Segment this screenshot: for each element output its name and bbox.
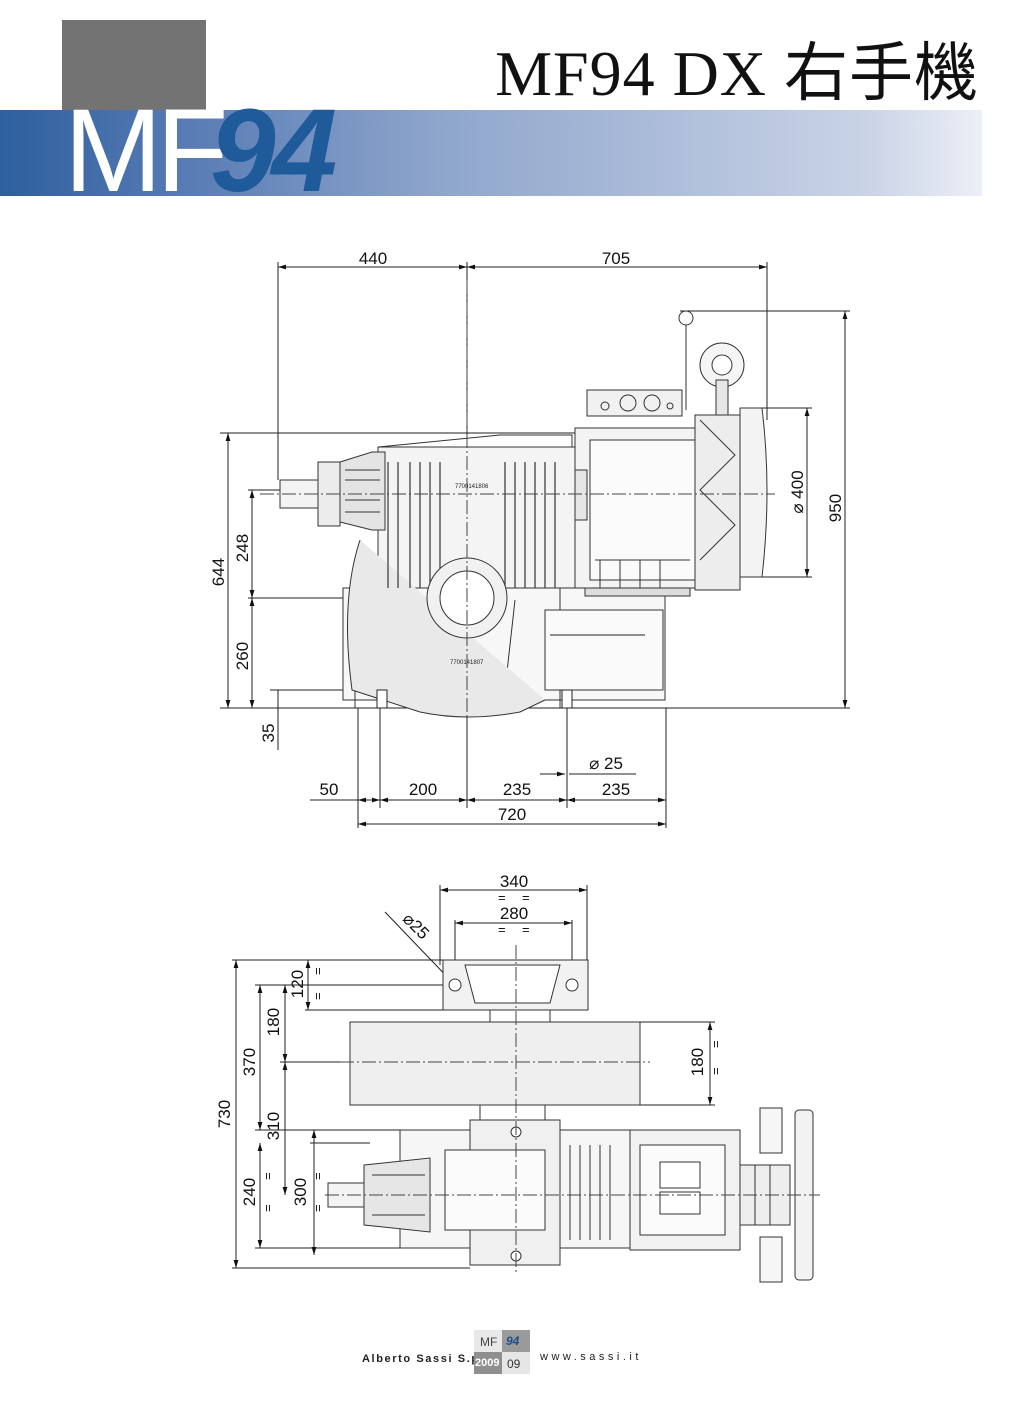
dim-730: 730	[215, 1100, 234, 1128]
input-coupling	[279, 451, 386, 531]
logo-mf-text: MF	[64, 85, 228, 217]
dim-950: 950	[826, 494, 845, 522]
dim-248: 248	[233, 534, 252, 562]
cooling-fins	[387, 462, 556, 588]
dim-340: 340	[500, 872, 528, 891]
equal-mark: =	[310, 967, 325, 975]
equal-mark: =	[310, 1172, 325, 1180]
dim-300: 300	[291, 1178, 310, 1206]
footer-logo-box: MF 94 2009 09	[474, 1330, 530, 1374]
dim-310: 310	[264, 1112, 283, 1140]
dim-370: 370	[240, 1048, 259, 1076]
equal-mark: =	[310, 992, 325, 1000]
dim-235-left: 235	[503, 780, 531, 799]
dim-705: 705	[602, 249, 630, 268]
equal-mark: =	[708, 1040, 723, 1048]
top-view	[232, 885, 820, 1283]
equal-mark: =	[708, 1067, 723, 1075]
equal-mark: =	[260, 1172, 275, 1180]
footer-box-year: 2009	[475, 1357, 500, 1369]
brake-assembly	[678, 310, 768, 591]
dim-35: 35	[259, 724, 278, 743]
side-view	[220, 262, 850, 828]
equal-mark: =	[260, 1204, 275, 1212]
footer-box-mf: MF	[480, 1335, 498, 1349]
dim-720: 720	[498, 805, 526, 824]
equal-mark: =	[522, 890, 530, 905]
motor	[574, 427, 696, 597]
dim-260: 260	[233, 642, 252, 670]
part-number-lower: 7700141807	[450, 660, 484, 666]
dim-dia-400: ⌀ 400	[788, 470, 807, 513]
traction-sheave	[349, 1021, 641, 1106]
top-motor	[629, 1129, 791, 1251]
dim-280: 280	[500, 904, 528, 923]
dim-50: 50	[320, 780, 339, 799]
dim-235-right: 235	[602, 780, 630, 799]
top-housing	[399, 1119, 631, 1266]
dim-180-left: 180	[264, 1008, 283, 1036]
dim-180-right: 180	[688, 1048, 707, 1076]
dim-644: 644	[209, 558, 228, 586]
footer-box-month: 09	[507, 1357, 521, 1371]
header-band	[0, 110, 982, 196]
footer-box-94: 94	[506, 1334, 520, 1348]
footer-company: Alberto Sassi S.p.A.	[362, 1353, 499, 1365]
part-number-upper: 7700141806	[455, 484, 489, 490]
dim-dia-25-top: ⌀25	[399, 909, 433, 943]
page-title: MF94 DX 右手機	[495, 38, 979, 109]
logo-94-text: 94	[210, 85, 337, 217]
equal-mark: =	[498, 890, 506, 905]
equal-mark: =	[498, 922, 506, 937]
dim-240: 240	[240, 1178, 259, 1206]
dim-120: 120	[288, 970, 307, 998]
dim-dia-25: ⌀ 25	[589, 754, 623, 773]
dim-200: 200	[409, 780, 437, 799]
footer-url: www.sassi.it	[540, 1351, 642, 1363]
equal-mark: =	[522, 922, 530, 937]
terminal-box	[586, 389, 683, 417]
dim-440: 440	[359, 249, 387, 268]
equal-mark: =	[310, 1204, 325, 1212]
